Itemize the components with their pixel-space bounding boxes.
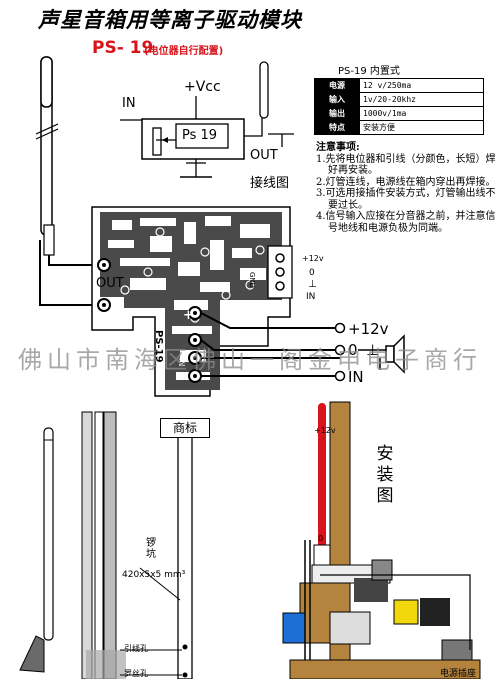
board-12v-small: +12v bbox=[302, 254, 324, 263]
schematic bbox=[120, 61, 294, 178]
install-12v-label: +12v bbox=[314, 426, 336, 435]
lead-hole-label: 引线孔 bbox=[124, 644, 148, 653]
spec-key: 电源 bbox=[314, 78, 360, 93]
board-ground-small: ⊥ bbox=[308, 279, 317, 290]
model-note: (电位器自行配置) bbox=[144, 46, 224, 57]
input-12v-label: +12v bbox=[348, 320, 389, 338]
spec-caption: PS-19 内置式 bbox=[338, 66, 400, 77]
mounting-drawing bbox=[19, 411, 193, 679]
chip-label: Ps 19 bbox=[182, 128, 218, 143]
spec-value: 12 v/250ma bbox=[359, 78, 484, 93]
watermark: 佛山市南海区佛山一阁金申电子商行 bbox=[18, 346, 482, 374]
note-item: 4.信号输入应接在分音器之前，并注意信号地线和电源负极为同端。 bbox=[316, 211, 496, 234]
spec-key: 输出 bbox=[314, 106, 360, 121]
install-zero-label: 0 bbox=[318, 534, 324, 543]
input-zero-label: 0 bbox=[348, 341, 358, 359]
model-number: PS- 19 bbox=[92, 38, 154, 58]
input-in-label: IN bbox=[348, 368, 364, 386]
gnd-label: GND bbox=[248, 272, 256, 289]
spec-key: 输入 bbox=[314, 92, 360, 107]
install-title: 安装图 bbox=[376, 444, 394, 506]
schematic-out-label: OUT bbox=[250, 148, 278, 163]
spec-row: 特点安装方便 bbox=[314, 120, 484, 135]
page-title: 声星音箱用等离子驱动模块 bbox=[38, 7, 302, 32]
power-socket-label: 电源插座 bbox=[440, 669, 477, 679]
note-item: 2.灯管连线，电源线在箱内穿出再焊接。 bbox=[316, 176, 496, 188]
board-out-label: OUT bbox=[96, 276, 124, 291]
input-ground-label: ⊥ bbox=[366, 341, 380, 359]
note-item: 3.可选用接插件安装方式，灯管输出线不要过长。 bbox=[316, 188, 496, 211]
board-zero-small: 0 bbox=[309, 268, 315, 278]
notes-heading: 注意事项: bbox=[316, 142, 360, 153]
brand-tag: 商标 bbox=[160, 418, 210, 438]
groove-size-label: 420x5x5 mm³ bbox=[122, 570, 186, 580]
plus-label: + bbox=[183, 308, 194, 323]
spec-value: 安装方便 bbox=[359, 120, 484, 135]
vcc-label: +Vcc bbox=[184, 79, 221, 95]
screw-hole-label: 罗丝孔 bbox=[124, 669, 148, 678]
notes: 注意事项: 1.先将电位器和引线（分颜色，长短）焊好再安装。 2.灯管连线，电源… bbox=[316, 142, 496, 234]
input-terminals bbox=[188, 306, 405, 383]
spec-key: 特点 bbox=[314, 120, 360, 135]
spec-value: 1000v/1ma bbox=[359, 106, 484, 121]
install-drawing bbox=[282, 401, 481, 679]
groove-label: 锣坑 bbox=[146, 538, 156, 560]
spec-value: 1v/20-20khz bbox=[359, 92, 484, 107]
pcb-board bbox=[91, 206, 293, 397]
note-item: 1.先将电位器和引线（分颜色，长短）焊好再安装。 bbox=[316, 153, 496, 177]
schematic-in-label: IN bbox=[122, 96, 136, 111]
plasma-tube bbox=[35, 56, 59, 256]
wiring-caption: 接线图 bbox=[250, 176, 290, 191]
board-in-small: IN bbox=[306, 292, 316, 302]
